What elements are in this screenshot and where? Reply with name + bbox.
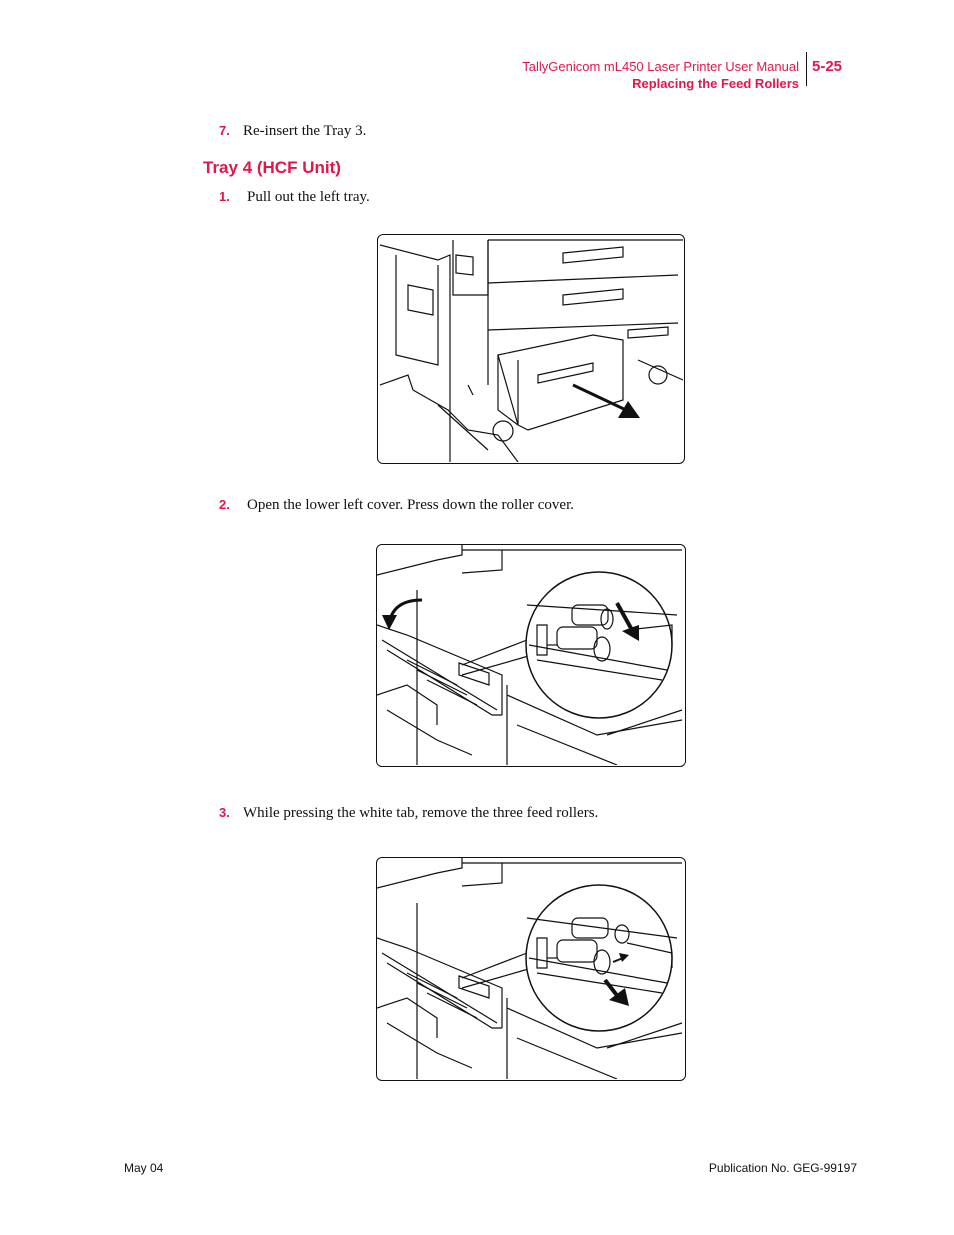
section-heading: Tray 4 (HCF Unit) (203, 158, 341, 177)
figure-remove-rollers (376, 857, 686, 1081)
step-number: 1. (219, 189, 230, 204)
step-number: 3. (219, 805, 230, 820)
step-3: 3. While pressing the white tab, remove t… (219, 805, 598, 822)
feed-rollers-illustration (377, 858, 683, 1079)
figure-pull-out-tray (377, 234, 685, 464)
step-2: 2. Open the lower left cover. Press down … (219, 497, 574, 514)
step-text: Re-insert the Tray 3. (243, 123, 367, 139)
footer-publication: Publication No. GEG-99197 (708, 1161, 857, 1175)
roller-cover-illustration (377, 545, 683, 765)
step-text: While pressing the white tab, remove the… (243, 805, 599, 821)
step-text: Pull out the left tray. (247, 189, 370, 205)
step-number: 7. (219, 123, 230, 138)
header-divider (806, 52, 807, 86)
printer-tray-illustration (379, 239, 683, 462)
section-title: Replacing the Feed Rollers (632, 76, 799, 91)
prior-step: 7. Re-insert the Tray 3. (219, 123, 366, 140)
figure-open-cover (376, 544, 686, 767)
page-number: 5-25 (812, 58, 843, 75)
step-1: 1. Pull out the left tray. (219, 189, 370, 206)
manual-title: TallyGenicom mL450 Laser Printer User Ma… (522, 59, 799, 74)
step-text: Open the lower left cover. Press down th… (247, 497, 574, 513)
step-number: 2. (219, 497, 230, 512)
footer-date: May 04 (124, 1161, 164, 1175)
